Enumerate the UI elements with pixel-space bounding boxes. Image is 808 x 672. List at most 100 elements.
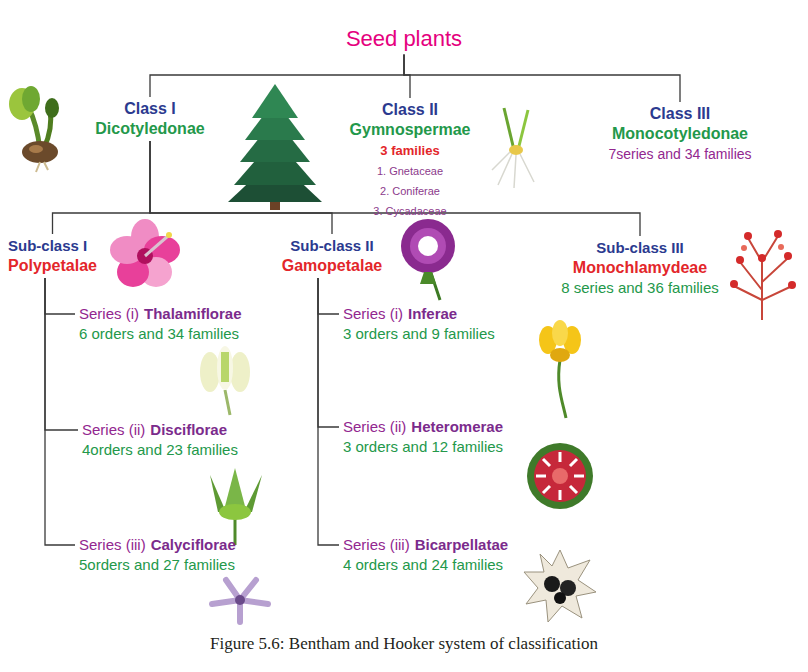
red-inflorescence-illustration — [736, 256, 744, 264]
series-label-text: 5orders and 27 families — [79, 556, 235, 573]
series-label: Series (iii)Bicarpellatae4 orders and 24… — [339, 533, 512, 577]
thalamiflorae-flower-illustration — [200, 352, 220, 392]
text-row: Polypetalae — [8, 256, 97, 276]
class-label-text: 2. Coniferae — [380, 185, 440, 197]
tree-connector — [150, 141, 332, 234]
monocot-seedling-illustration — [518, 110, 528, 150]
class-label-text: 1. Gnetaceae — [377, 165, 443, 177]
dicot-seedling-illustration — [22, 141, 58, 163]
text-row: Dicotyledonae — [95, 119, 204, 139]
class-label: Class IIIMonocotyledonae7series and 34 f… — [604, 102, 755, 166]
thalamiflorae-flower-illustration — [200, 346, 250, 415]
dicot-seedling-illustration — [29, 145, 43, 153]
yellow-flower-illustration — [559, 360, 566, 418]
bicarpellatae-fruit-illustration — [554, 592, 566, 604]
red-inflorescence-illustration — [734, 236, 792, 320]
figure-caption: Figure 5.6: Bentham and Hooker system of… — [210, 634, 598, 654]
yellow-flower-illustration — [552, 320, 568, 346]
class-label-text: 7series and 34 families — [608, 146, 751, 162]
series-label-text: Calyciflorae — [151, 536, 236, 553]
yellow-flower-illustration — [539, 320, 581, 418]
text-row: 3 orders and 12 families — [343, 437, 503, 457]
morning-glory-illustration — [401, 219, 455, 300]
red-inflorescence-illustration — [730, 230, 796, 320]
tree-connector — [318, 278, 339, 545]
hibiscus-flower-illustration — [166, 232, 172, 238]
text-row: 6 orders and 34 families — [79, 324, 242, 344]
morning-glory-illustration — [410, 228, 446, 264]
subclass-label-text: Polypetalae — [8, 257, 97, 274]
dicot-seedling-illustration — [22, 86, 40, 112]
root-label-text: Seed plants — [346, 26, 462, 51]
morning-glory-illustration — [420, 272, 436, 284]
series-label-text: Thalamiflorae — [144, 305, 242, 322]
series-label-text: Series (ii) — [343, 418, 406, 435]
text-row: Sub-class I — [8, 236, 97, 256]
calyciflorae-flower-illustration — [212, 580, 268, 622]
class-label-text: Monocotyledonae — [612, 125, 748, 142]
pine-tree-illustration — [228, 84, 322, 210]
disciflorae-flower-illustration — [224, 468, 246, 510]
disciflorae-flower-illustration — [219, 504, 251, 520]
subclass-label: Sub-class I Polypetalae — [4, 234, 101, 278]
subclass-label-text: Sub-class II — [290, 237, 373, 254]
series-label-text: Series (ii) — [82, 421, 145, 438]
tree-connector — [404, 54, 410, 98]
heteromerae-fruit-illustration — [552, 468, 568, 484]
dicot-seedling-illustration — [45, 98, 59, 118]
tree-connector — [404, 54, 680, 102]
morning-glory-illustration — [418, 236, 438, 256]
red-inflorescence-illustration — [758, 254, 766, 262]
series-label: Series (iii) Calyciflorae 5orders and 27 f… — [75, 533, 240, 577]
pine-tree-illustration — [252, 84, 298, 118]
heteromerae-fruit-illustration — [527, 443, 593, 509]
text-row: 7series and 34 families — [608, 144, 751, 164]
tree-connector — [45, 278, 75, 314]
series-label-text: Heteromerae — [411, 418, 503, 435]
monocot-seedling-illustration — [492, 152, 534, 188]
yellow-flower-illustration — [550, 348, 570, 362]
text-row: Monocotyledonae — [608, 124, 751, 144]
subclass-label: Sub-class II Gamopetalae — [278, 234, 386, 278]
thalamiflorae-flower-illustration — [230, 352, 250, 392]
class-label-text: Class I — [124, 100, 176, 117]
text-row: Series (ii) Heteromerae — [343, 417, 503, 437]
subclass-label-text: 8 series and 36 families — [561, 279, 719, 296]
subclass-label-text: Sub-class I — [8, 237, 87, 254]
tree-connector — [318, 278, 339, 314]
red-inflorescence-illustration — [730, 280, 738, 288]
disciflorae-flower-illustration — [244, 475, 262, 512]
series-label: Series (i) Thalamiflorae 6 orders and 34 f… — [75, 302, 246, 346]
hibiscus-flower-illustration — [145, 236, 168, 256]
series-label: Series (ii) Disciflorae 4orders and 23 fam… — [78, 418, 242, 462]
red-inflorescence-illustration — [774, 230, 782, 238]
class-label-text: 3 families — [380, 143, 439, 158]
series-label-text: Disciflorae — [150, 421, 227, 438]
text-row: 4 orders and 24 families — [343, 555, 508, 575]
text-row: Gymnospermae — [350, 120, 471, 140]
tree-connector — [53, 141, 151, 234]
red-inflorescence-illustration — [788, 281, 796, 289]
class-label-text: Gymnospermae — [350, 121, 471, 138]
series-label: Series (ii) Heteromerae 3 orders and 12 fa… — [339, 415, 507, 459]
class-label-text: 3. Cycadaceae — [373, 205, 446, 217]
series-label-text: Series (iii) — [343, 536, 410, 553]
text-row: Series (i)Inferae — [343, 304, 495, 324]
monocot-seedling-illustration — [504, 108, 514, 150]
calyciflorae-flower-illustration — [212, 580, 268, 622]
text-row: Gamopetalae — [282, 256, 382, 276]
text-row: 8 series and 36 families — [561, 278, 719, 298]
subclass-label: Sub-class IIIMonochlamydeae8 series and … — [557, 236, 723, 300]
series-label-text: Series (iii) — [79, 536, 146, 553]
red-inflorescence-illustration — [778, 244, 784, 250]
hibiscus-flower-illustration — [110, 219, 180, 287]
class-label-text: Class II — [382, 101, 438, 118]
series-label-text: 6 orders and 34 families — [79, 325, 239, 342]
series-label-text: 4orders and 23 families — [82, 441, 238, 458]
series-label-text: Series (i) — [79, 305, 139, 322]
bicarpellatae-fruit-illustration — [524, 550, 596, 622]
thalamiflorae-flower-illustration — [225, 390, 230, 415]
thalamiflorae-flower-illustration — [221, 352, 229, 382]
series-label-text: 3 orders and 9 families — [343, 325, 495, 342]
